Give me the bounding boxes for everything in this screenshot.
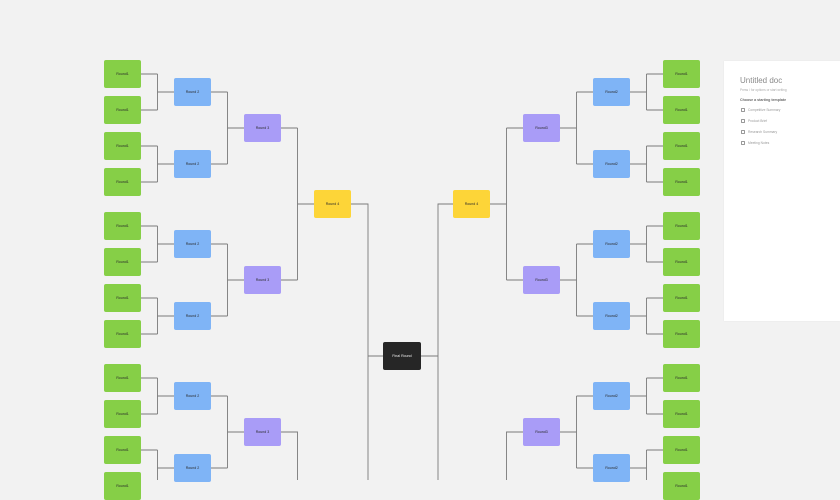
round2-node[interactable]: Round 2: [174, 230, 211, 258]
template-option-product-brief[interactable]: Product Brief: [741, 118, 767, 124]
connector-line: [630, 377, 663, 415]
doc-icon: [741, 108, 745, 112]
round1-node[interactable]: Round1: [663, 96, 700, 124]
doc-icon: [741, 130, 745, 134]
round2-node[interactable]: Round2: [593, 382, 630, 410]
round2-node[interactable]: Round2: [593, 78, 630, 106]
round1-node[interactable]: Round1: [104, 472, 141, 500]
doc-title[interactable]: Untitled doc: [740, 76, 783, 85]
bracket-connectors: [141, 73, 663, 480]
connector-line: [630, 73, 663, 111]
round2-node[interactable]: Round 2: [174, 382, 211, 410]
connector-line: [630, 449, 663, 480]
round1-node[interactable]: Round1: [663, 168, 700, 196]
connector-line: [490, 127, 523, 281]
connector-line: [421, 203, 453, 480]
template-label: Meeting Notes: [748, 141, 770, 145]
connector-line: [351, 203, 383, 480]
round1-node[interactable]: Round1: [104, 132, 141, 160]
connector-line: [281, 431, 298, 480]
round2-node[interactable]: Round 2: [174, 454, 211, 482]
template-label: Product Brief: [748, 119, 768, 123]
round1-node[interactable]: Round1: [663, 248, 700, 276]
round1-node[interactable]: Round1: [663, 212, 700, 240]
round1-node[interactable]: Round1: [663, 364, 700, 392]
round1-node[interactable]: Round1: [104, 96, 141, 124]
connector-line: [141, 297, 174, 335]
doc-panel: Untitled doc Press / for options or star…: [724, 61, 840, 321]
round3-node[interactable]: Round 3: [244, 266, 281, 294]
round3-node[interactable]: Round3: [523, 418, 560, 446]
round2-node[interactable]: Round2: [593, 454, 630, 482]
round3-node[interactable]: Round 3: [244, 418, 281, 446]
round2-node[interactable]: Round 2: [174, 302, 211, 330]
round3-node[interactable]: Round 3: [244, 114, 281, 142]
round1-node[interactable]: Round1: [663, 320, 700, 348]
choose-template-label: Choose a starting template: [740, 98, 787, 102]
connector-line: [141, 145, 174, 183]
round1-node[interactable]: Round1: [663, 132, 700, 160]
round1-node[interactable]: Round1: [104, 248, 141, 276]
round1-node[interactable]: Round1: [104, 212, 141, 240]
round1-node[interactable]: Round1: [104, 284, 141, 312]
connector-line: [141, 377, 174, 415]
connector-line: [211, 91, 244, 165]
connector-line: [560, 395, 593, 469]
connector-line: [211, 243, 244, 317]
round2-node[interactable]: Round2: [593, 230, 630, 258]
round1-node[interactable]: Round1: [104, 364, 141, 392]
connector-line: [560, 91, 593, 165]
template-option-research-summary[interactable]: Research Summary: [741, 129, 777, 135]
round1-node[interactable]: Round1: [104, 320, 141, 348]
connector-line: [141, 449, 174, 480]
round2-node[interactable]: Round2: [593, 302, 630, 330]
template-option-competitive-summary[interactable]: Competitive Summary: [741, 107, 780, 113]
connector-line: [141, 73, 174, 111]
round2-node[interactable]: Round 2: [174, 78, 211, 106]
final-round-node[interactable]: Final Round: [383, 342, 421, 370]
connector-line: [211, 395, 244, 469]
connector-line: [560, 243, 593, 317]
connector-line: [630, 225, 663, 263]
doc-icon: [741, 141, 745, 145]
doc-hint: Press / for options or start writing: [740, 88, 787, 92]
round3-node[interactable]: Round3: [523, 114, 560, 142]
round1-node[interactable]: Round1: [104, 400, 141, 428]
round1-node[interactable]: Round1: [663, 60, 700, 88]
template-label: Research Summary: [748, 130, 778, 134]
round1-node[interactable]: Round1: [663, 472, 700, 500]
round4-node[interactable]: Round 4: [453, 190, 490, 218]
doc-icon: [741, 119, 745, 123]
round1-node[interactable]: Round1: [663, 400, 700, 428]
round1-node[interactable]: Round1: [104, 168, 141, 196]
round4-node[interactable]: Round 4: [314, 190, 351, 218]
template-label: Competitive Summary: [748, 108, 781, 112]
round1-node[interactable]: Round1: [104, 60, 141, 88]
connector-line: [281, 127, 314, 281]
template-option-meeting-notes[interactable]: Meeting Notes: [741, 140, 769, 146]
round1-node[interactable]: Round1: [663, 284, 700, 312]
round1-node[interactable]: Round1: [663, 436, 700, 464]
connector-line: [630, 145, 663, 183]
round2-node[interactable]: Round 2: [174, 150, 211, 178]
round2-node[interactable]: Round2: [593, 150, 630, 178]
connector-line: [141, 225, 174, 263]
connector-line: [506, 431, 523, 480]
connector-line: [630, 297, 663, 335]
round1-node[interactable]: Round1: [104, 436, 141, 464]
round3-node[interactable]: Round3: [523, 266, 560, 294]
